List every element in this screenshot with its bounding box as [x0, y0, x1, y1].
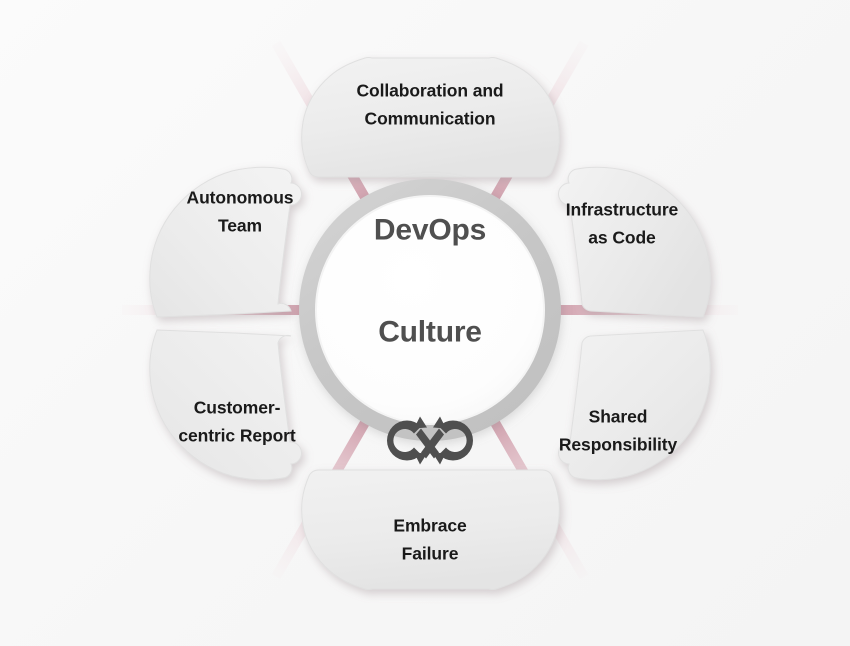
- petals-group: [149, 56, 711, 591]
- center-hub[interactable]: [299, 179, 561, 441]
- petal-customer-centric-report[interactable]: [149, 329, 302, 481]
- petal-shared-responsibility[interactable]: [558, 329, 711, 481]
- petal-infrastructure-as-code[interactable]: [558, 166, 711, 318]
- petal-autonomous-team[interactable]: [149, 166, 302, 318]
- petal-embrace-failure[interactable]: [301, 469, 560, 591]
- petal-collaboration-and-communication[interactable]: [301, 56, 560, 178]
- hub-disc: [315, 195, 545, 425]
